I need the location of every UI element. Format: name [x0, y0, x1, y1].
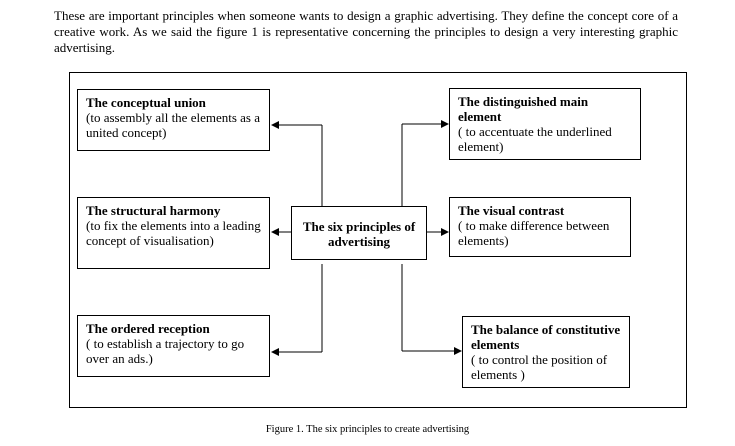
box-title: The visual contrast: [458, 203, 565, 218]
box-structural-harmony: The structural harmony (to fix the eleme…: [77, 197, 270, 269]
box-title: The distinguished main element: [458, 94, 589, 124]
box-distinguished-element: The distinguished main element ( to acce…: [449, 88, 641, 160]
box-title: The structural harmony: [86, 203, 221, 218]
box-description: ( to accentuate the underlined element): [458, 124, 612, 154]
box-center-six-principles: The six principles of advertising: [291, 206, 427, 260]
box-description: ( to make difference between elements): [458, 218, 610, 248]
box-balance-elements: The balance of constitutive elements ( t…: [462, 316, 630, 388]
figure-frame: [69, 72, 687, 408]
figure-caption: Figure 1. The six principles to create a…: [265, 424, 470, 435]
box-title: The ordered reception: [86, 321, 210, 336]
box-ordered-reception: The ordered reception ( to establish a t…: [77, 315, 270, 377]
center-title: The six principles of advertising: [302, 219, 416, 249]
box-visual-contrast: The visual contrast ( to make difference…: [449, 197, 631, 257]
box-title: The balance of constitutive elements: [471, 322, 621, 352]
box-description: ( to establish a trajectory to go over a…: [86, 336, 245, 366]
box-description: (to assembly all the elements as a unite…: [86, 110, 261, 140]
box-description: ( to control the position of elements ): [471, 352, 608, 382]
intro-paragraph: These are important principles when some…: [54, 8, 678, 55]
box-conceptual-union: The conceptual union (to assembly all th…: [77, 89, 270, 151]
box-title: The conceptual union: [86, 95, 206, 110]
box-description: (to fix the elements into a leading conc…: [86, 218, 261, 248]
